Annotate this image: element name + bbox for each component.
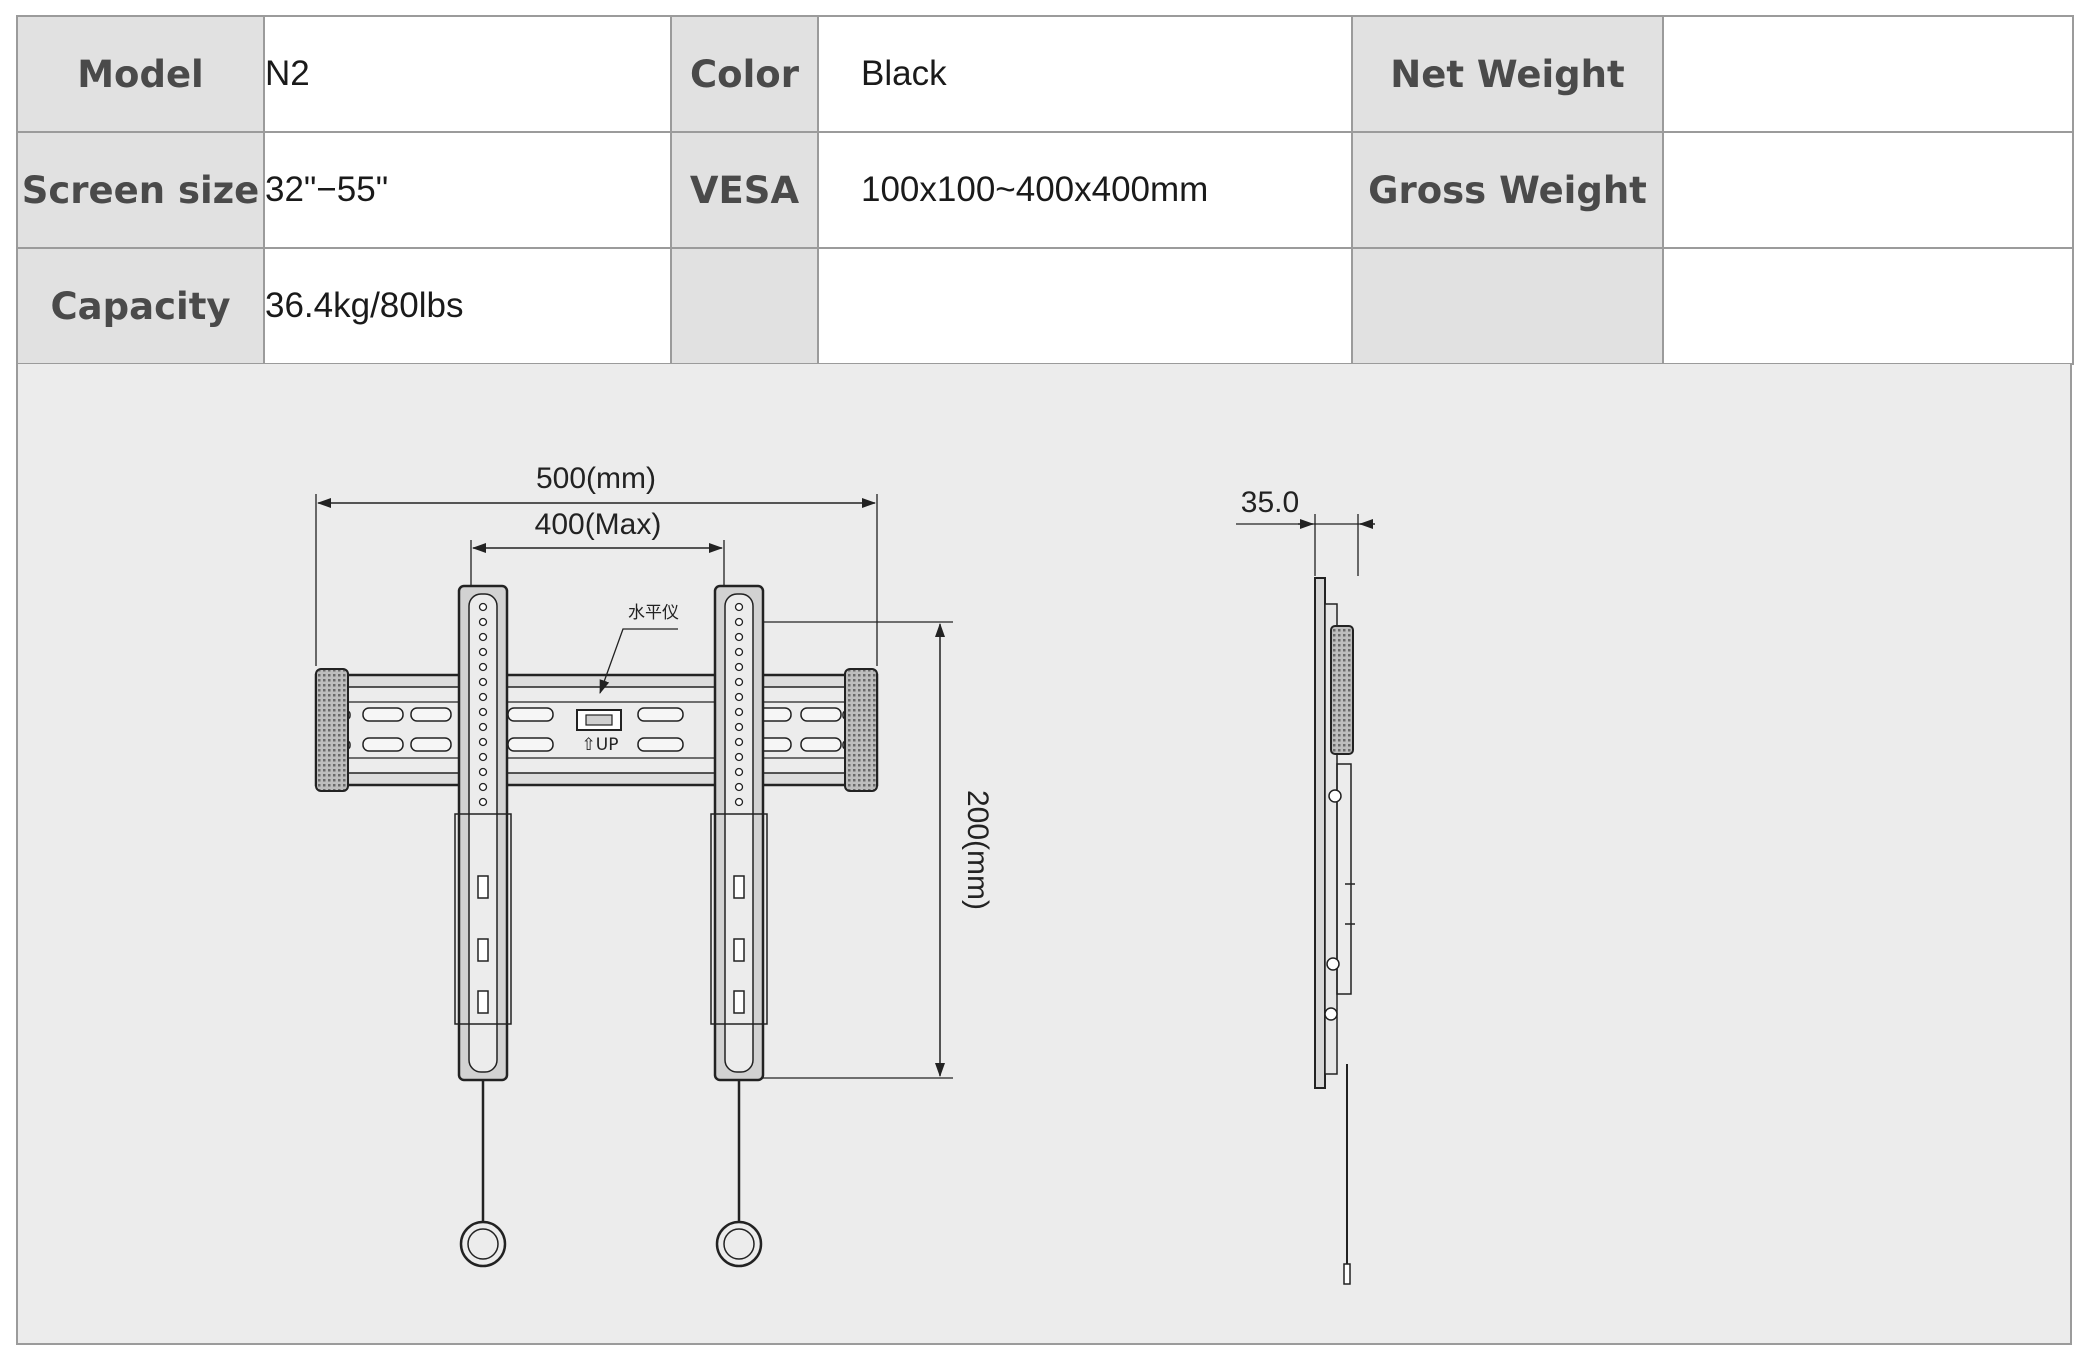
spec-sheet: Model N2 Color Black Net Weight Screen s… bbox=[16, 15, 2074, 1345]
mount-drawing: 500(mm) 400(Max) 200(mm) 水平仪 ⇧UP bbox=[314, 462, 1375, 1285]
up-label: ⇧UP bbox=[582, 735, 619, 755]
screen-size-value: 32"−55" bbox=[263, 131, 672, 249]
max-dimension-label: 400(Max) bbox=[535, 508, 662, 541]
depth-dimension-label: 35.0 bbox=[1241, 486, 1299, 519]
net-weight-value bbox=[1662, 15, 2074, 133]
capacity-value: 36.4kg/80lbs bbox=[263, 247, 672, 365]
screen-size-label: Screen size bbox=[16, 131, 265, 249]
color-label: Color bbox=[670, 15, 819, 133]
empty-label-cell bbox=[1351, 247, 1664, 365]
vesa-label: VESA bbox=[670, 131, 819, 249]
net-weight-label: Net Weight bbox=[1351, 15, 1664, 133]
vesa-value: 100x100~400x400mm bbox=[817, 131, 1353, 249]
drawing-panel: 500(mm) 400(Max) 200(mm) 水平仪 ⇧UP bbox=[16, 364, 2072, 1345]
spec-table: Model N2 Color Black Net Weight Screen s… bbox=[16, 15, 2074, 365]
capacity-label: Capacity bbox=[16, 247, 265, 365]
empty-value-cell bbox=[817, 247, 1353, 365]
height-dimension-label: 200(mm) bbox=[961, 790, 994, 910]
color-value: Black bbox=[817, 15, 1353, 133]
empty-value-cell bbox=[1662, 247, 2074, 365]
width-dimension-label: 500(mm) bbox=[536, 462, 656, 495]
level-label: 水平仪 bbox=[628, 603, 679, 623]
model-label: Model bbox=[16, 15, 265, 133]
gross-weight-value bbox=[1662, 131, 2074, 249]
front-view bbox=[314, 494, 953, 1268]
side-view bbox=[1236, 514, 1375, 1285]
empty-label-cell bbox=[670, 247, 819, 365]
model-value: N2 bbox=[263, 15, 672, 133]
table-row: Model N2 Color Black Net Weight bbox=[16, 15, 2074, 133]
table-row: Screen size 32"−55" VESA 100x100~400x400… bbox=[16, 131, 2074, 249]
gross-weight-label: Gross Weight bbox=[1351, 131, 1664, 249]
table-row: Capacity 36.4kg/80lbs bbox=[16, 247, 2074, 365]
